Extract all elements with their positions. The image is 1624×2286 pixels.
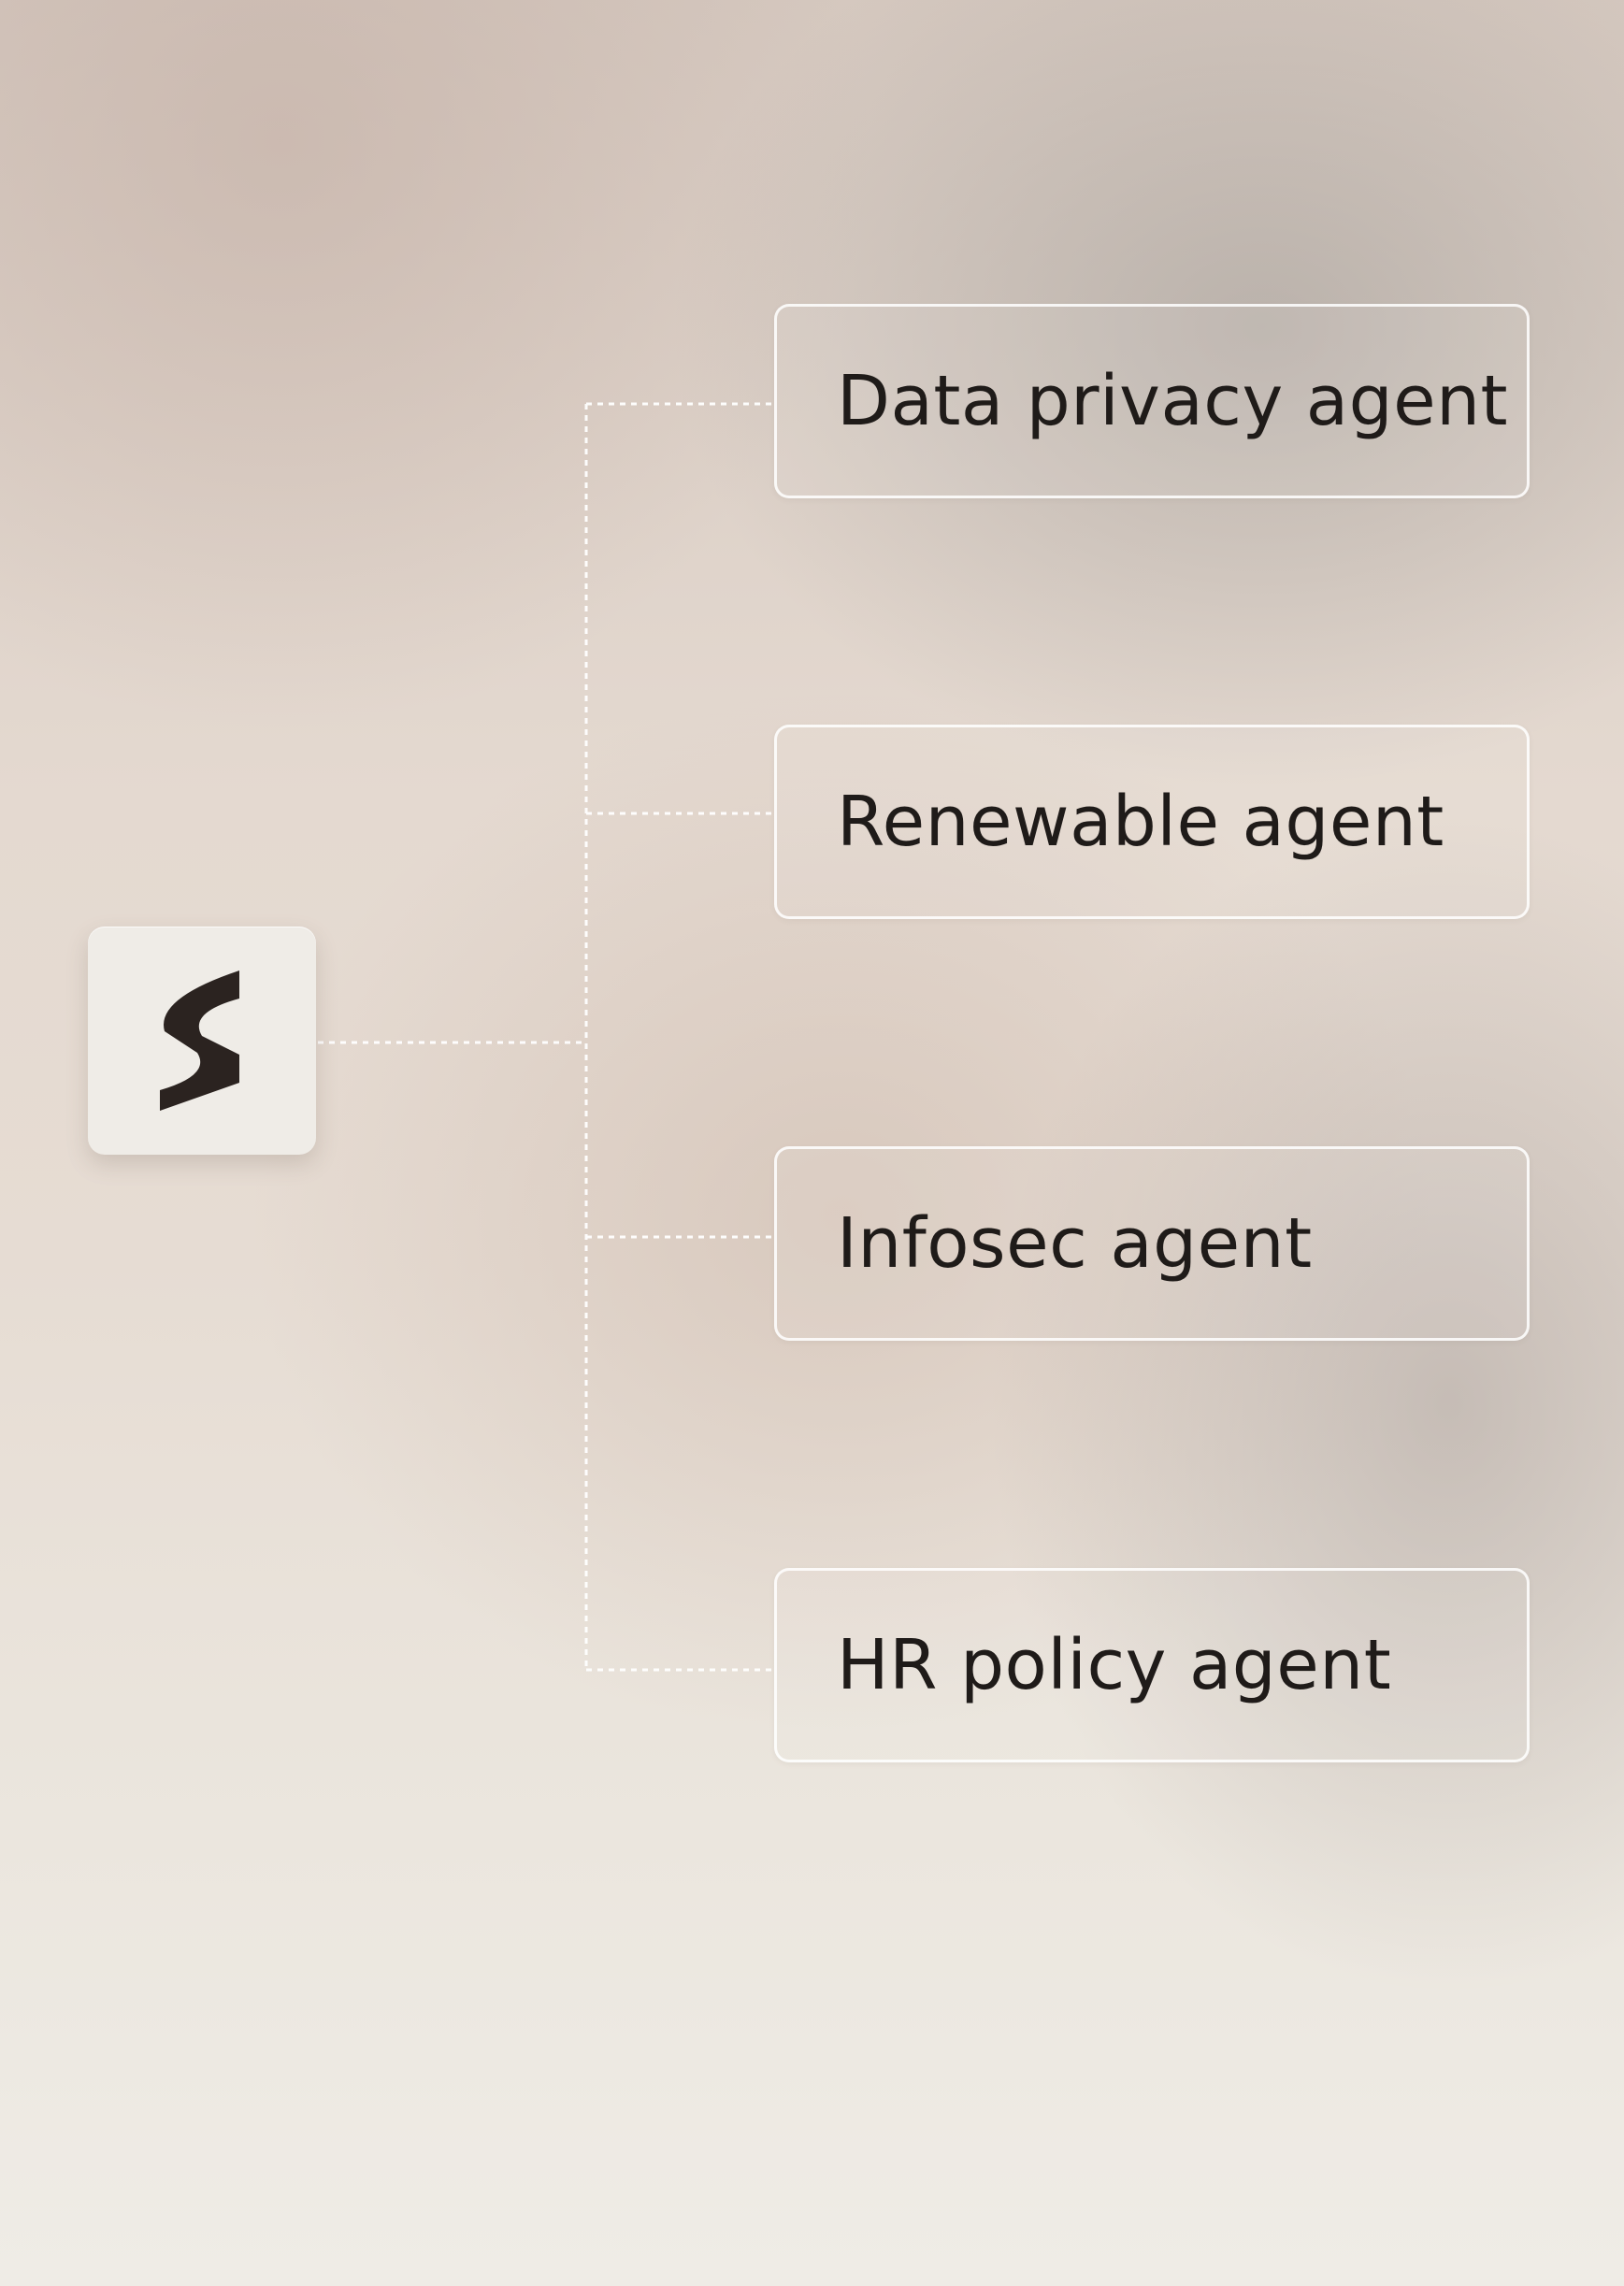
agent-label: Data privacy agent [837,361,1509,441]
agent-card-renewable[interactable]: Renewable agent [774,725,1530,919]
logo-tile [88,927,316,1155]
agent-label: HR policy agent [837,1625,1392,1705]
agent-card-hr-policy[interactable]: HR policy agent [774,1568,1530,1762]
agent-card-data-privacy[interactable]: Data privacy agent [774,304,1530,498]
agent-card-infosec[interactable]: Infosec agent [774,1146,1530,1341]
agent-label: Renewable agent [837,782,1444,862]
agent-label: Infosec agent [837,1203,1313,1284]
s-logo-icon [160,970,239,1111]
